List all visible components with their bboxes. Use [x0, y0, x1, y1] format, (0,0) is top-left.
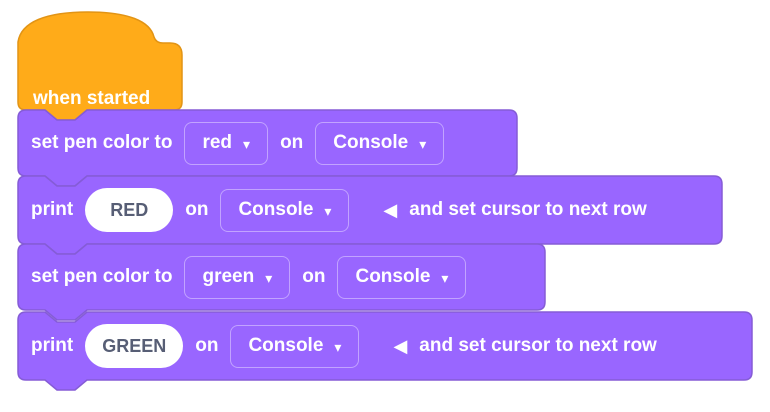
hat-label: when started — [33, 88, 151, 110]
dropdown-value: Console — [355, 266, 431, 287]
block-label-suffix: and set cursor to next row — [419, 334, 657, 356]
dropdown-value: Console — [248, 335, 324, 356]
dropdown-value: red — [202, 132, 233, 153]
pen-color-dropdown[interactable]: green ▾ — [184, 255, 291, 299]
block-label: print — [31, 198, 74, 220]
dropdown-value: Console — [238, 199, 314, 220]
dropdown-caret-icon: ▾ — [324, 203, 332, 219]
block-print-red[interactable]: print RED on Console ▾ ◀ and set cursor … — [17, 175, 723, 255]
block-label: set pen color to — [31, 265, 173, 287]
stack-block-shape — [17, 243, 546, 321]
block-label-on: on — [280, 131, 304, 153]
print-text-input[interactable]: RED — [85, 188, 174, 232]
block-label: print — [31, 334, 74, 356]
block-set-pen-color-green[interactable]: set pen color to green ▾ on Console ▾ — [17, 243, 546, 321]
block-print-green[interactable]: print GREEN on Console ▾ ◀ and set curso… — [17, 311, 753, 391]
pen-color-dropdown[interactable]: red ▾ — [184, 121, 269, 165]
block-label-on: on — [195, 334, 219, 356]
block-set-pen-color-red[interactable]: set pen color to red ▾ on Console ▾ — [17, 109, 518, 187]
dropdown-value: green — [202, 266, 255, 287]
console-dropdown[interactable]: Console ▾ — [230, 324, 360, 368]
block-label-on: on — [302, 265, 326, 287]
collapse-arrow-icon[interactable]: ◀ — [383, 200, 398, 220]
dropdown-value: Console — [333, 132, 409, 153]
console-dropdown[interactable]: Console ▾ — [337, 255, 467, 299]
console-dropdown[interactable]: Console ▾ — [220, 188, 350, 232]
dropdown-caret-icon: ▾ — [441, 270, 449, 286]
block-label: set pen color to — [31, 131, 173, 153]
dropdown-caret-icon: ▾ — [265, 270, 273, 286]
block-when-started[interactable]: when started — [17, 11, 183, 121]
collapse-arrow-icon[interactable]: ◀ — [393, 336, 408, 356]
block-label-on: on — [185, 198, 209, 220]
dropdown-caret-icon: ▾ — [334, 339, 342, 355]
stack-block-shape — [17, 311, 753, 391]
print-text-input[interactable]: GREEN — [85, 324, 184, 368]
dropdown-caret-icon: ▾ — [243, 136, 251, 152]
stack-block-shape — [17, 175, 723, 255]
dropdown-caret-icon: ▾ — [419, 136, 427, 152]
console-dropdown[interactable]: Console ▾ — [315, 121, 445, 165]
block-label-suffix: and set cursor to next row — [409, 198, 647, 220]
